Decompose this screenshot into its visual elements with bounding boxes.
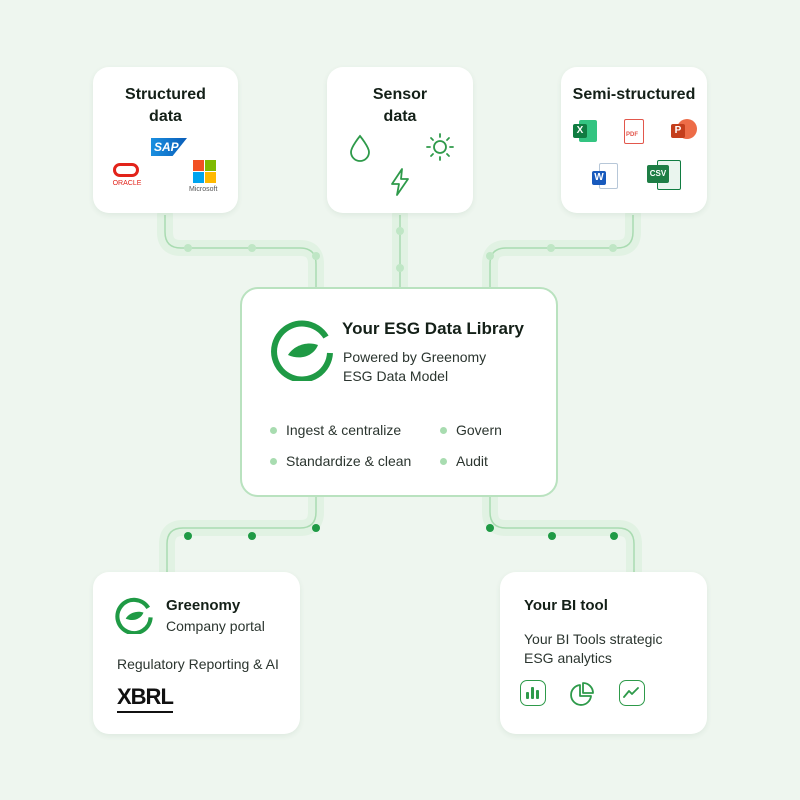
greenomy-logo-icon: [271, 320, 333, 381]
structured-data-card: Structured data SAP ORACLE Microsoft: [93, 67, 238, 213]
portal-description: Regulatory Reporting & AI: [117, 656, 279, 672]
oracle-logo-text: ORACLE: [112, 180, 142, 187]
powerpoint-icon: P: [671, 119, 697, 143]
word-icon: W: [592, 163, 618, 189]
excel-icon: X: [573, 119, 597, 143]
structured-title-line2: data: [149, 108, 182, 125]
feature-label: Govern: [456, 422, 502, 438]
feature-item: Ingest & centralize: [270, 422, 401, 438]
feature-item: Govern: [440, 422, 502, 438]
sensor-title-line1: Sensor: [372, 86, 428, 103]
bullet-dot: [440, 426, 447, 434]
portal-brand: Greenomy: [166, 597, 241, 614]
feature-label: Ingest & centralize: [286, 422, 402, 438]
sun-icon: [426, 133, 454, 161]
pdf-icon-text: PDF: [626, 132, 638, 138]
feature-label: Standardize & clean: [286, 453, 412, 469]
bi-title: Your BI tool: [524, 597, 608, 614]
lightning-icon: [391, 168, 409, 196]
excel-icon-letter: X: [573, 124, 587, 138]
structured-title-line1: Structured: [125, 86, 206, 103]
microsoft-logo: Microsoft: [189, 160, 221, 196]
greenomy-logo-icon: [115, 597, 153, 634]
word-icon-letter: W: [592, 171, 606, 185]
esg-data-library-card: Your ESG Data Library Powered by Greenom…: [240, 287, 558, 497]
feature-item: Standardize & clean: [270, 453, 411, 469]
bi-description-line2: ESG analytics: [524, 650, 612, 666]
microsoft-logo-text: Microsoft: [189, 186, 218, 193]
bi-description-line1: Your BI Tools strategic: [524, 631, 663, 647]
library-subtitle-line1: Powered by Greenomy: [343, 349, 487, 365]
csv-icon: CSV: [647, 160, 681, 190]
bullet-dot: [440, 457, 447, 465]
sensor-title-line2: data: [383, 108, 417, 125]
company-portal-card: Greenomy Company portal Regulatory Repor…: [93, 572, 300, 734]
bi-tool-card: Your BI tool Your BI Tools strategic ESG…: [500, 572, 707, 734]
bar-chart-icon: [520, 680, 546, 706]
xbrl-logo-text: XBRL: [117, 684, 174, 709]
semi-structured-title: Semi-structured: [572, 86, 696, 103]
sap-logo: SAP: [151, 138, 187, 156]
oracle-logo: ORACLE: [109, 163, 145, 191]
bullet-dot: [270, 457, 277, 465]
trend-line-icon: [619, 680, 645, 706]
pdf-icon: PDF: [624, 119, 644, 144]
sap-logo-text: SAP: [154, 140, 179, 154]
feature-label: Audit: [456, 453, 488, 469]
feature-item: Audit: [440, 453, 488, 469]
library-subtitle-line2: ESG Data Model: [343, 368, 449, 384]
portal-subtitle: Company portal: [166, 618, 265, 634]
semi-structured-card: Semi-structured X PDF P W CSV: [561, 67, 707, 213]
bullet-dot: [270, 426, 277, 434]
library-title: Your ESG Data Library: [342, 319, 525, 338]
powerpoint-icon-letter: P: [671, 124, 685, 138]
sensor-data-card: Sensor data: [327, 67, 473, 213]
pie-chart-icon: [570, 682, 594, 706]
water-drop-icon: [350, 134, 370, 162]
xbrl-logo: XBRL: [117, 684, 174, 713]
csv-icon-text: CSV: [647, 165, 669, 183]
